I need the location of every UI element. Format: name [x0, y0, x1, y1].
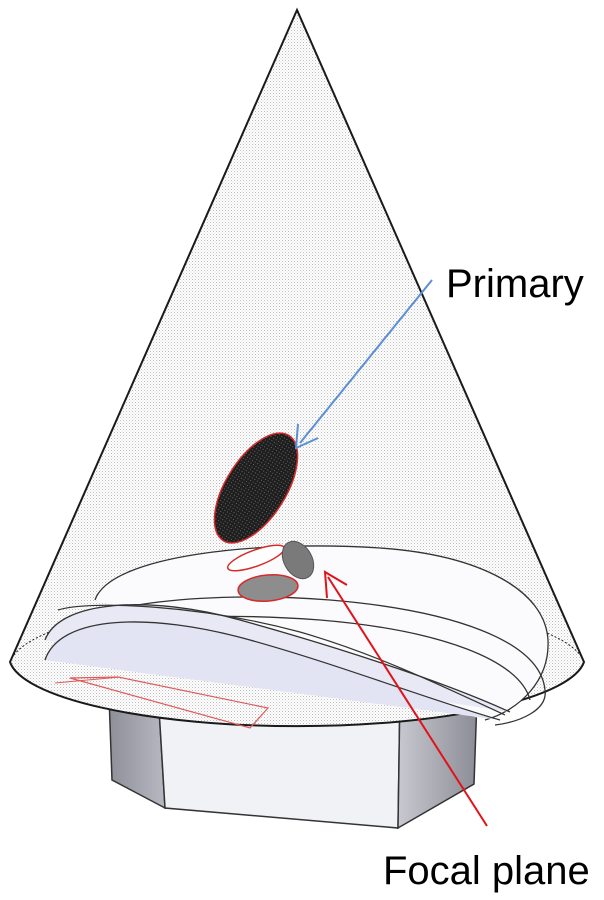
focal-plane-label: Focal plane	[383, 849, 590, 893]
primary-label: Primary	[446, 262, 584, 306]
primary-arrow	[294, 279, 433, 450]
primary-mirror	[213, 432, 299, 544]
focal-plane-arrow	[323, 570, 488, 827]
secondary-optics	[226, 540, 315, 602]
baffle-discs	[44, 545, 549, 729]
